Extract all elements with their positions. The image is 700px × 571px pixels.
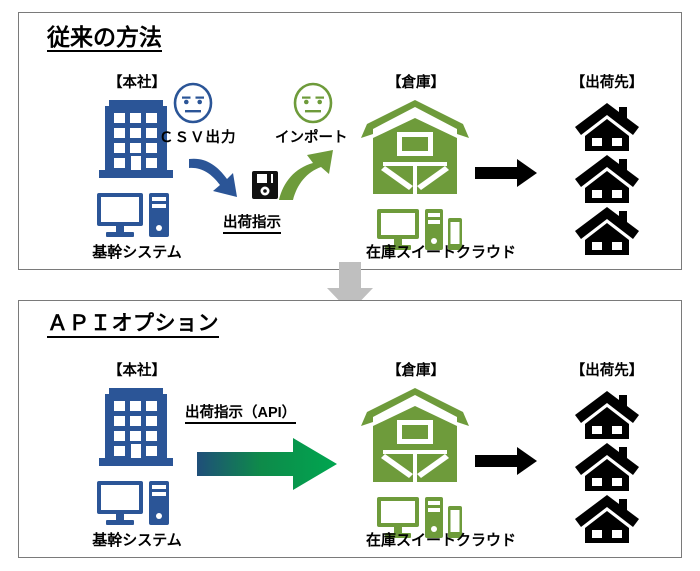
floppy-disk-icon xyxy=(252,171,278,199)
house-icon-2 xyxy=(575,153,639,203)
desktop-computer-icon-bottom xyxy=(97,481,169,527)
label-shipping-instruction-api: 出荷指示（API） xyxy=(185,401,297,424)
caption-inventory-suite-cloud-top: 在庫スイートクラウド xyxy=(365,244,516,261)
neutral-face-icon-green xyxy=(291,81,335,125)
label-shipping-instruction-file: 出荷指示 xyxy=(223,211,281,234)
house-icon-3 xyxy=(575,205,639,255)
house-icon-4 xyxy=(575,389,639,439)
desktop-computer-mobile-icon-bottom xyxy=(377,497,463,543)
api-option-panel: ＡＰＩオプション 【本社】 xyxy=(18,300,682,558)
house-icon-1 xyxy=(575,101,639,151)
curved-down-arrow-icon xyxy=(187,153,253,201)
right-arrow-icon-bottom xyxy=(475,447,537,475)
caption-core-system-bottom: 基幹システム xyxy=(92,532,182,549)
label-warehouse-top: 【倉庫】 xyxy=(387,75,445,91)
house-icon-6 xyxy=(575,493,639,543)
gradient-right-arrow-icon xyxy=(197,436,337,492)
conventional-method-panel: 従来の方法 【本社】 xyxy=(18,12,682,270)
right-arrow-icon-top xyxy=(475,159,537,187)
label-destination-top: 【出荷先】 xyxy=(570,75,644,91)
office-building-icon-bottom xyxy=(97,386,175,468)
panel-title-api-option: ＡＰＩオプション xyxy=(47,312,219,339)
desktop-computer-icon xyxy=(97,193,169,239)
caption-core-system-top: 基幹システム xyxy=(92,244,182,261)
label-headquarters-bottom: 【本社】 xyxy=(108,363,166,379)
down-arrow-icon xyxy=(325,262,375,312)
panel-title-conventional: 従来の方法 xyxy=(47,25,162,53)
label-destination-bottom: 【出荷先】 xyxy=(570,363,644,379)
label-warehouse-bottom: 【倉庫】 xyxy=(387,363,445,379)
office-building-icon xyxy=(97,98,175,180)
label-csv-export: ＣＳＶ出力 xyxy=(159,130,237,146)
label-import: インポート xyxy=(275,130,348,146)
curved-up-arrow-icon xyxy=(275,146,343,202)
label-headquarters-top: 【本社】 xyxy=(108,75,166,91)
warehouse-barn-icon-bottom xyxy=(359,386,471,486)
caption-inventory-suite-cloud-bottom: 在庫スイートクラウド xyxy=(365,532,516,549)
warehouse-barn-icon xyxy=(359,98,471,198)
house-icon-5 xyxy=(575,441,639,491)
desktop-computer-mobile-icon xyxy=(377,209,463,255)
neutral-face-icon-blue xyxy=(171,81,215,125)
